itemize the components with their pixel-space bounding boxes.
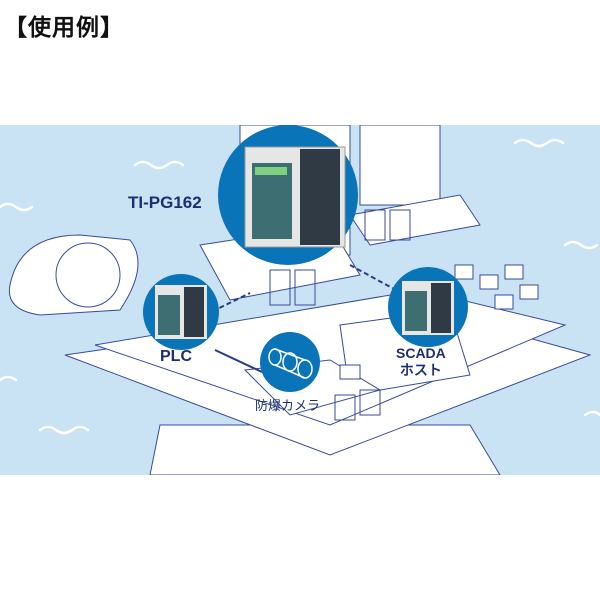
label-explosion-proof-camera: 防爆カメラ xyxy=(255,398,321,413)
label-plc: PLC xyxy=(160,348,192,365)
label-host: ホスト xyxy=(399,362,442,378)
camera-icon xyxy=(260,332,320,392)
label-scada: SCADA xyxy=(396,345,446,361)
device-plc xyxy=(143,274,219,350)
waves xyxy=(0,138,600,435)
device-switch-main xyxy=(218,125,358,265)
page-heading: 【使用例】 xyxy=(4,15,124,41)
device-scada xyxy=(388,267,468,347)
offshore-platform-illustration xyxy=(0,125,600,475)
label-scada-host: SCADA ホスト xyxy=(396,345,446,379)
label-ti-pg162: TI-PG162 xyxy=(128,193,202,212)
usage-example-diagram: TI-PG162 PLC SCADA ホスト 防爆カメラ xyxy=(0,125,600,475)
